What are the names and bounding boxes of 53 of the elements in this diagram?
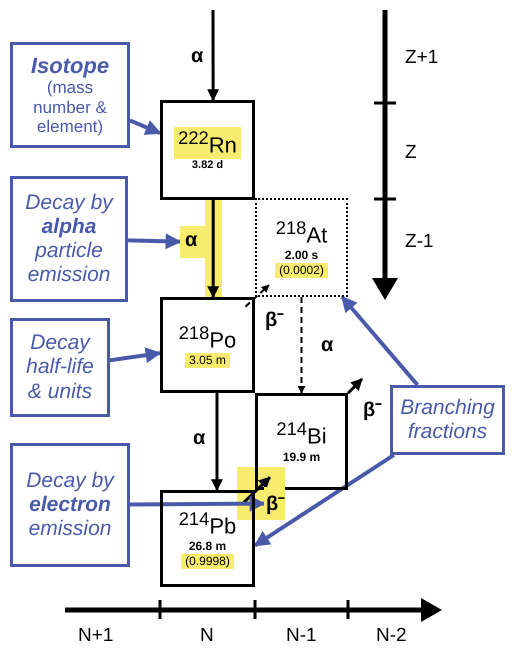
callout-text: Decay half-life & units (25, 331, 95, 404)
nuclide-box (255, 198, 348, 297)
callout-box (390, 385, 505, 455)
leader-line (130, 496, 266, 512)
axis-label: Z-1 (405, 232, 434, 251)
edge-label: α (192, 426, 206, 450)
edge-label: α (320, 333, 334, 357)
axis-label: Z (405, 143, 417, 162)
callout-text: Branching fractions (399, 396, 496, 444)
callout-box (10, 318, 110, 417)
callout-box (10, 443, 130, 567)
axis-label: N-1 (286, 626, 317, 645)
nuclide-symbol: $^{218}$At (276, 216, 328, 248)
arrow (298, 297, 306, 394)
half-life: 26.8 m (188, 539, 226, 554)
highlight-patch (180, 226, 206, 258)
edge-label: β⁻ (265, 492, 286, 516)
arrow (211, 393, 223, 492)
callout-text: (mass number & element) (32, 78, 108, 137)
branching-fraction: (0.9998) (181, 554, 234, 570)
branching-fraction: (0.0002) (275, 263, 328, 278)
leader-line (110, 347, 162, 364)
axis-label: N (200, 626, 214, 645)
leader-line (129, 118, 162, 135)
callout-box (10, 176, 128, 302)
edge-label: β⁻ (362, 398, 384, 422)
half-life: 3.82 d (192, 159, 224, 173)
axis-label: N-2 (376, 626, 407, 645)
arrow (346, 378, 364, 394)
nuclide-symbol: $^{218}$Po (178, 322, 236, 354)
nuclide-symbol: $^{222}$Rn (174, 127, 241, 160)
callout-box (10, 42, 130, 148)
nuclide-box (160, 100, 255, 200)
arrow (207, 10, 220, 102)
axis-label: Z+1 (405, 48, 438, 67)
half-life: 3.05 m (185, 353, 230, 368)
nuclide-box (255, 393, 348, 490)
edge-label: β⁻ (264, 308, 286, 332)
half-life: 19.9 m (282, 450, 320, 465)
leader-line (254, 453, 395, 548)
axis-label: N+1 (78, 626, 114, 645)
callout-text: Decay by electron emission (25, 468, 116, 542)
edge-label: α (190, 44, 204, 68)
nuclide-box (160, 490, 255, 587)
edge-label: α (184, 228, 198, 252)
leader-line (340, 296, 420, 386)
leader-line (128, 233, 182, 250)
nuclide-symbol: $^{214}$Pb (178, 508, 236, 540)
half-life: 2.00 s (284, 248, 318, 264)
nuclide-symbol: $^{214}$Bi (276, 418, 327, 450)
nuclide-box (160, 297, 255, 393)
callout-text: Isotope (30, 53, 110, 78)
callout-text: Decay by alpha particle emission (24, 190, 115, 288)
